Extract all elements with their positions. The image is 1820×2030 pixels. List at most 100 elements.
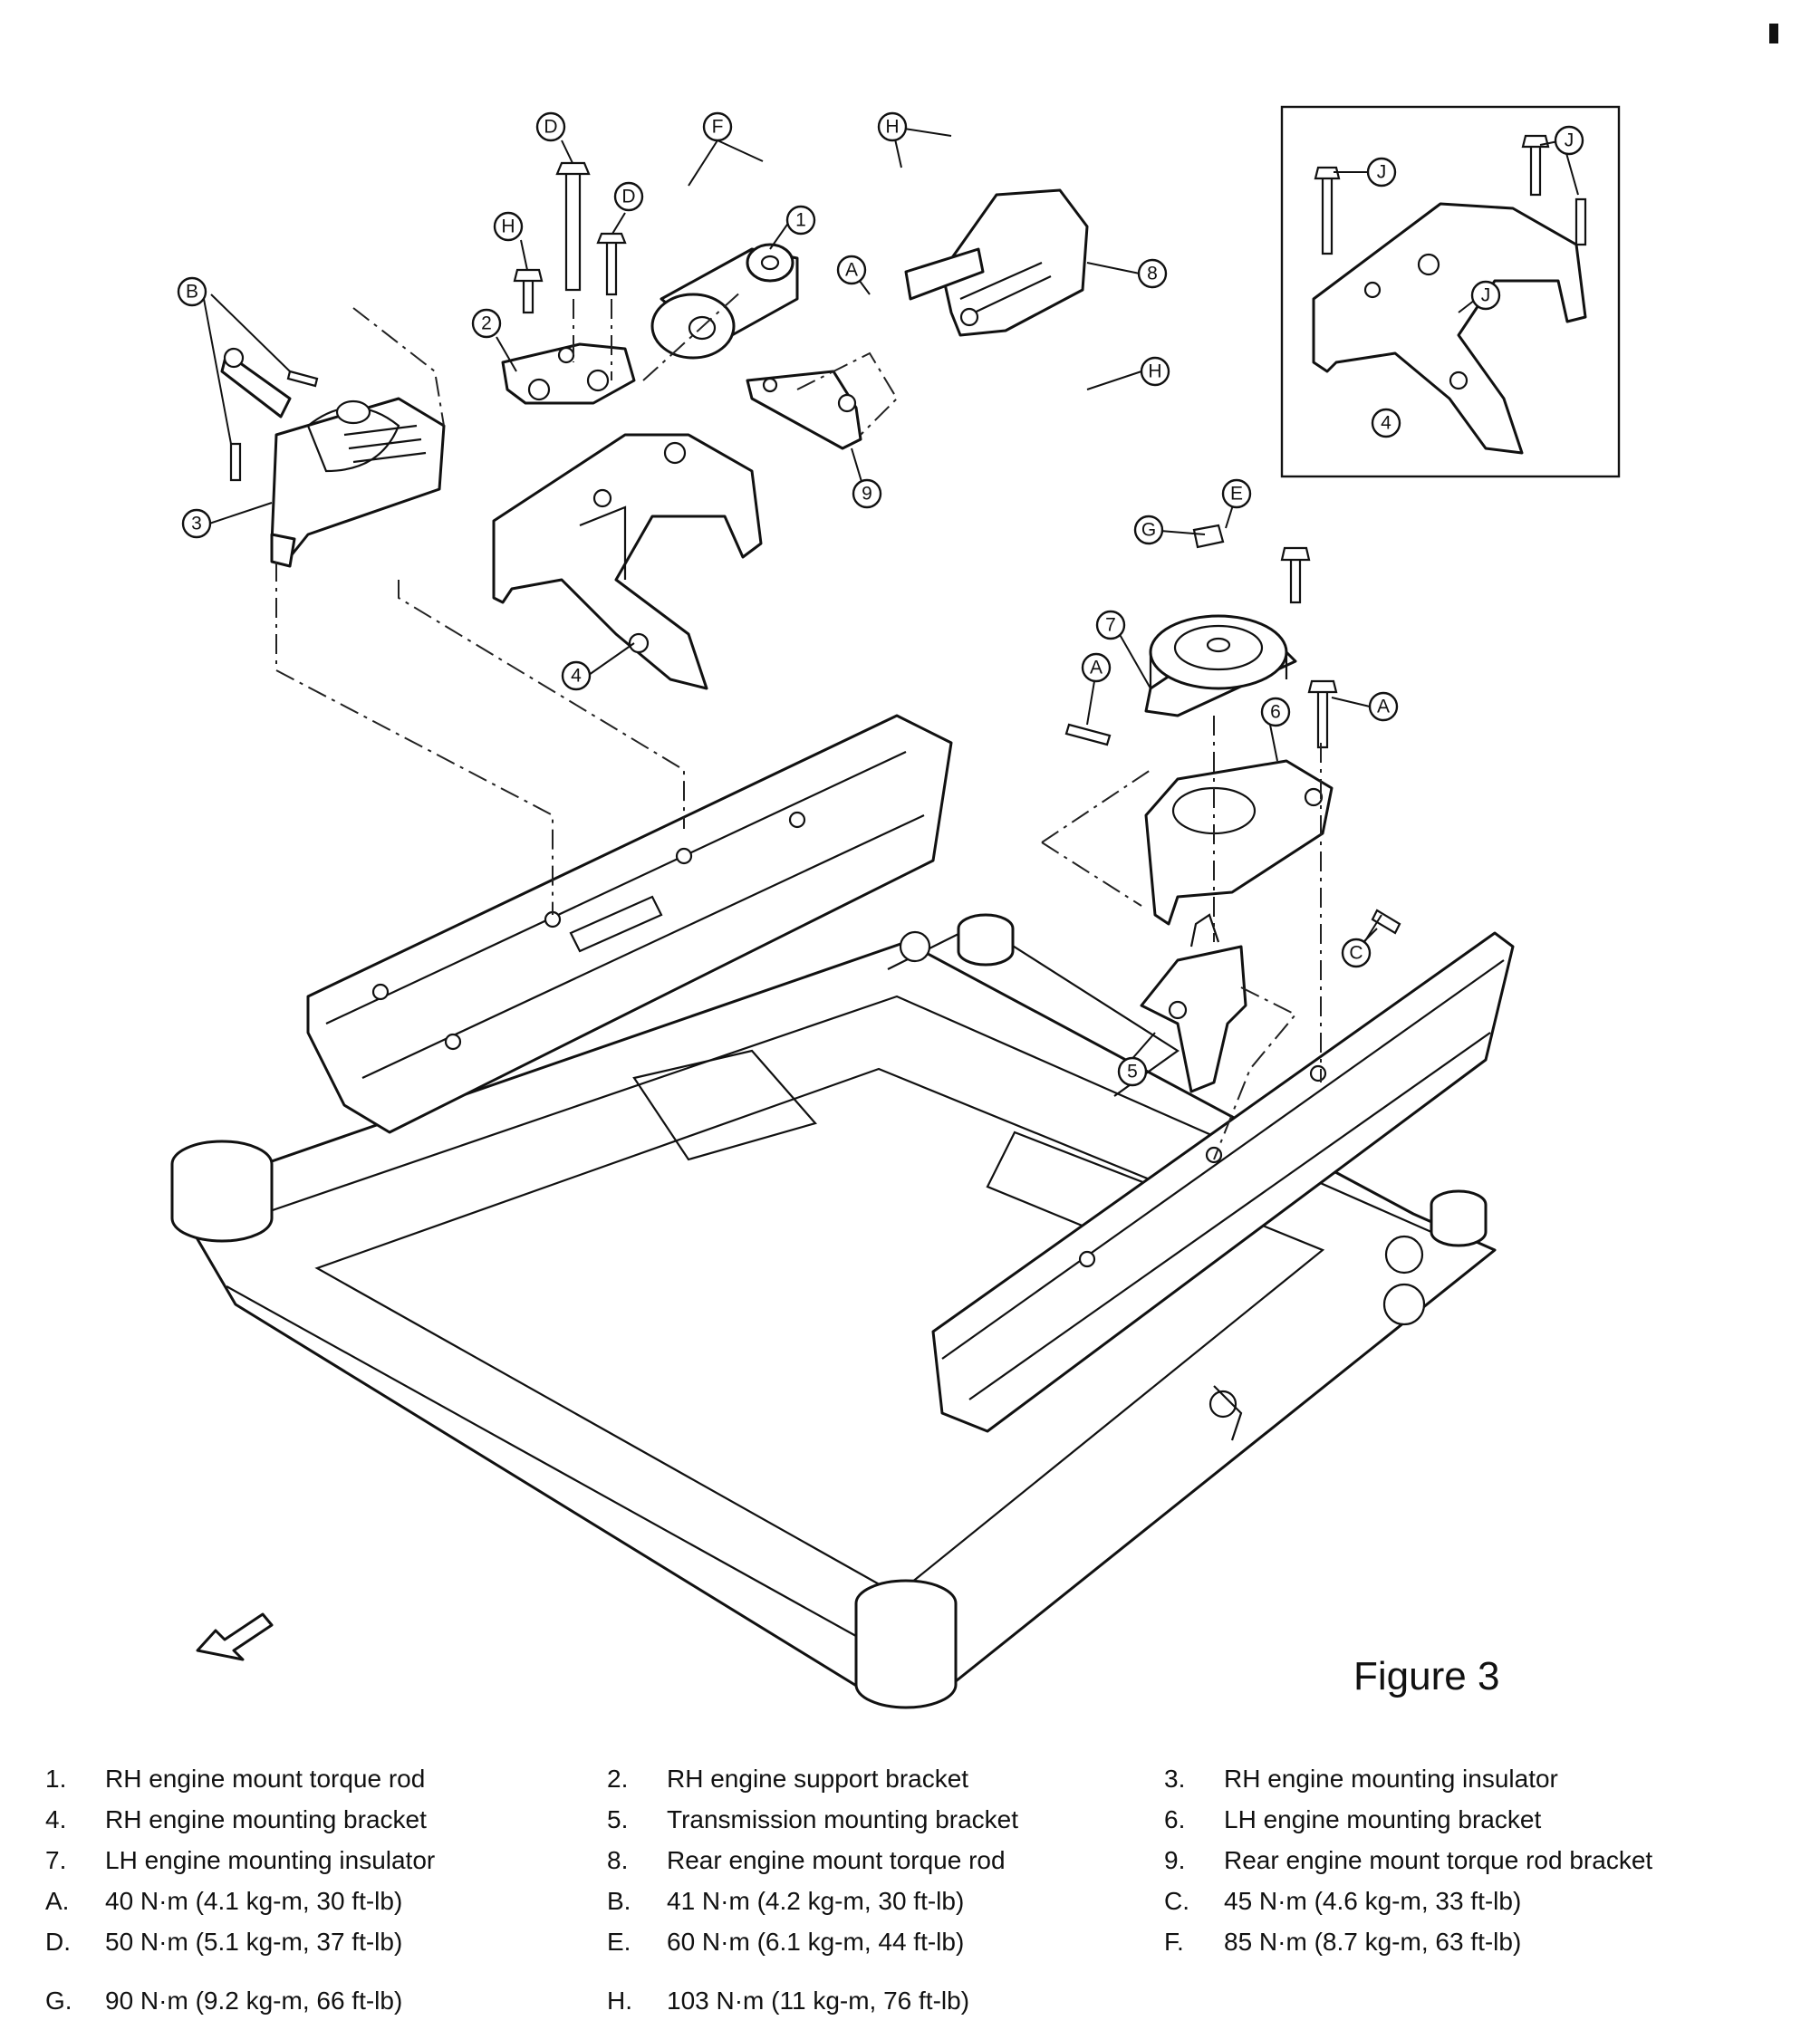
svg-text:4: 4	[571, 666, 582, 687]
callout-torque-d-1: D	[535, 111, 566, 142]
legend-text: RH engine mounting insulator	[1224, 1765, 1558, 1793]
callout-torque-a-2: A	[1081, 652, 1112, 683]
callout-part-4-inset: 4	[1371, 408, 1401, 438]
legend-key: 7.	[45, 1846, 67, 1874]
svg-text:3: 3	[191, 514, 202, 534]
svg-text:J: J	[1481, 285, 1491, 306]
legend-text: RH engine support bracket	[667, 1765, 969, 1793]
front-suspension-member	[170, 913, 1497, 1709]
svg-text:E: E	[1230, 484, 1243, 505]
svg-text:J: J	[1565, 130, 1574, 151]
callout-part-2: 2	[471, 308, 502, 339]
legend-item: B.41 N·m (4.2 kg-m, 30 ft-lb)	[607, 1887, 1164, 1917]
legend-text: 45 N·m (4.6 kg-m, 33 ft-lb)	[1224, 1887, 1522, 1915]
rear-engine-mount-torque-rod	[904, 188, 1089, 337]
legend-key: 4.	[45, 1805, 67, 1833]
svg-text:8: 8	[1147, 264, 1158, 284]
legend-key: 9.	[1164, 1846, 1186, 1874]
callout-part-9: 9	[852, 478, 882, 509]
svg-text:H: H	[885, 117, 899, 138]
rh-engine-support-bracket	[501, 342, 636, 405]
legend-text: RH engine mount torque rod	[105, 1765, 426, 1793]
legend-item: A.40 N·m (4.1 kg-m, 30 ft-lb)	[45, 1887, 607, 1917]
svg-text:D: D	[621, 187, 635, 207]
callout-torque-d-2: D	[613, 181, 644, 212]
callout-part-7: 7	[1095, 610, 1126, 640]
legend-item: 9.Rear engine mount torque rod bracket	[1164, 1846, 1744, 1876]
legend-key: F.	[1164, 1928, 1184, 1956]
legend-key: 5.	[607, 1805, 629, 1833]
legend-text: 40 N·m (4.1 kg-m, 30 ft-lb)	[105, 1887, 403, 1915]
legend-text: 103 N·m (11 kg-m, 76 ft-lb)	[667, 1987, 970, 2015]
legend-key: G.	[45, 1987, 72, 2015]
legend-key: D.	[45, 1928, 71, 1956]
svg-text:J: J	[1377, 162, 1387, 183]
legend-key: 2.	[607, 1765, 629, 1793]
legend-key: 6.	[1164, 1805, 1186, 1833]
legend-text: LH engine mounting bracket	[1224, 1805, 1542, 1833]
svg-text:2: 2	[481, 313, 492, 334]
legend-text: Transmission mounting bracket	[667, 1805, 1019, 1833]
callout-torque-j-1: J	[1366, 157, 1397, 188]
callout-torque-h-2: H	[877, 111, 908, 142]
svg-text:5: 5	[1127, 1062, 1138, 1082]
svg-text:H: H	[501, 216, 515, 237]
legend-item: 8.Rear engine mount torque rod	[607, 1846, 1164, 1876]
callout-torque-f: F	[702, 111, 733, 142]
svg-text:1: 1	[795, 210, 806, 231]
legend-item: 7.LH engine mounting insulator	[45, 1846, 607, 1876]
lh-engine-mounting-insulator	[1144, 614, 1297, 717]
legend-text: RH engine mounting bracket	[105, 1805, 427, 1833]
legend-item: 2. RH engine support bracket	[607, 1765, 1164, 1794]
callout-torque-a-3: A	[1368, 691, 1399, 722]
callout-torque-c: C	[1341, 938, 1372, 968]
callout-torque-j-3: J	[1470, 280, 1501, 311]
legend-text: 85 N·m (8.7 kg-m, 63 ft-lb)	[1224, 1928, 1522, 1956]
corner-mark	[1769, 24, 1778, 43]
transmission-mounting-bracket	[1140, 913, 1247, 1093]
callout-torque-e: E	[1221, 478, 1252, 509]
legend-text: 50 N·m (5.1 kg-m, 37 ft-lb)	[105, 1928, 403, 1956]
svg-text:G: G	[1141, 520, 1156, 541]
callout-part-1: 1	[785, 205, 816, 236]
legend-item: C. 45 N·m (4.6 kg-m, 33 ft-lb)	[1164, 1887, 1744, 1917]
legend-text: 90 N·m (9.2 kg-m, 66 ft-lb)	[105, 1987, 403, 2015]
callout-part-4: 4	[561, 660, 592, 691]
callout-torque-g: G	[1133, 515, 1164, 545]
front-direction-arrow-icon	[196, 1612, 274, 1661]
svg-text:D: D	[544, 117, 557, 138]
figure-title: Figure 3	[1353, 1654, 1500, 1698]
legend-item: 1.RH engine mount torque rod	[45, 1765, 607, 1794]
callout-part-5: 5	[1117, 1056, 1148, 1087]
callout-part-8: 8	[1137, 258, 1168, 289]
svg-text:A: A	[1090, 658, 1103, 678]
bolt-set	[229, 134, 1587, 935]
legend-item: F. 85 N·m (8.7 kg-m, 63 ft-lb)	[1164, 1928, 1744, 1958]
legend-key: C.	[1164, 1887, 1189, 1915]
legend-item: G. 90 N·m (9.2 kg-m, 66 ft-lb)	[45, 1987, 607, 2016]
legend-key: H.	[607, 1987, 632, 2015]
legend-item: 6. LH engine mounting bracket	[1164, 1805, 1744, 1835]
alignment-lines	[275, 289, 1322, 1160]
callout-torque-h-1: H	[493, 211, 524, 242]
legend-key: 3.	[1164, 1765, 1186, 1793]
rear-engine-mount-torque-rod-bracket	[746, 370, 862, 450]
svg-text:F: F	[712, 117, 724, 138]
callout-part-3: 3	[181, 508, 212, 539]
svg-text:6: 6	[1270, 702, 1281, 723]
rh-engine-mounting-bracket-inset	[1280, 105, 1621, 478]
legend-text: 41 N·m (4.2 kg-m, 30 ft-lb)	[667, 1887, 965, 1915]
legend-item: 5. Transmission mounting bracket	[607, 1805, 1164, 1835]
callout-torque-j-2: J	[1554, 125, 1584, 156]
callout-torque-b: B	[177, 276, 207, 307]
legend-item: H. 103 N·m (11 kg-m, 76 ft-lb)	[607, 1987, 1164, 2016]
legend-key: E.	[607, 1928, 631, 1956]
svg-text:H: H	[1148, 361, 1161, 382]
svg-text:B: B	[186, 282, 198, 303]
svg-text:A: A	[845, 260, 858, 281]
legend-text: 60 N·m (6.1 kg-m, 44 ft-lb)	[667, 1928, 965, 1956]
legend-item: E. 60 N·m (6.1 kg-m, 44 ft-lb)	[607, 1928, 1164, 1958]
svg-text:C: C	[1349, 943, 1363, 964]
left-side-member	[306, 714, 953, 1134]
svg-text:4: 4	[1381, 413, 1391, 434]
